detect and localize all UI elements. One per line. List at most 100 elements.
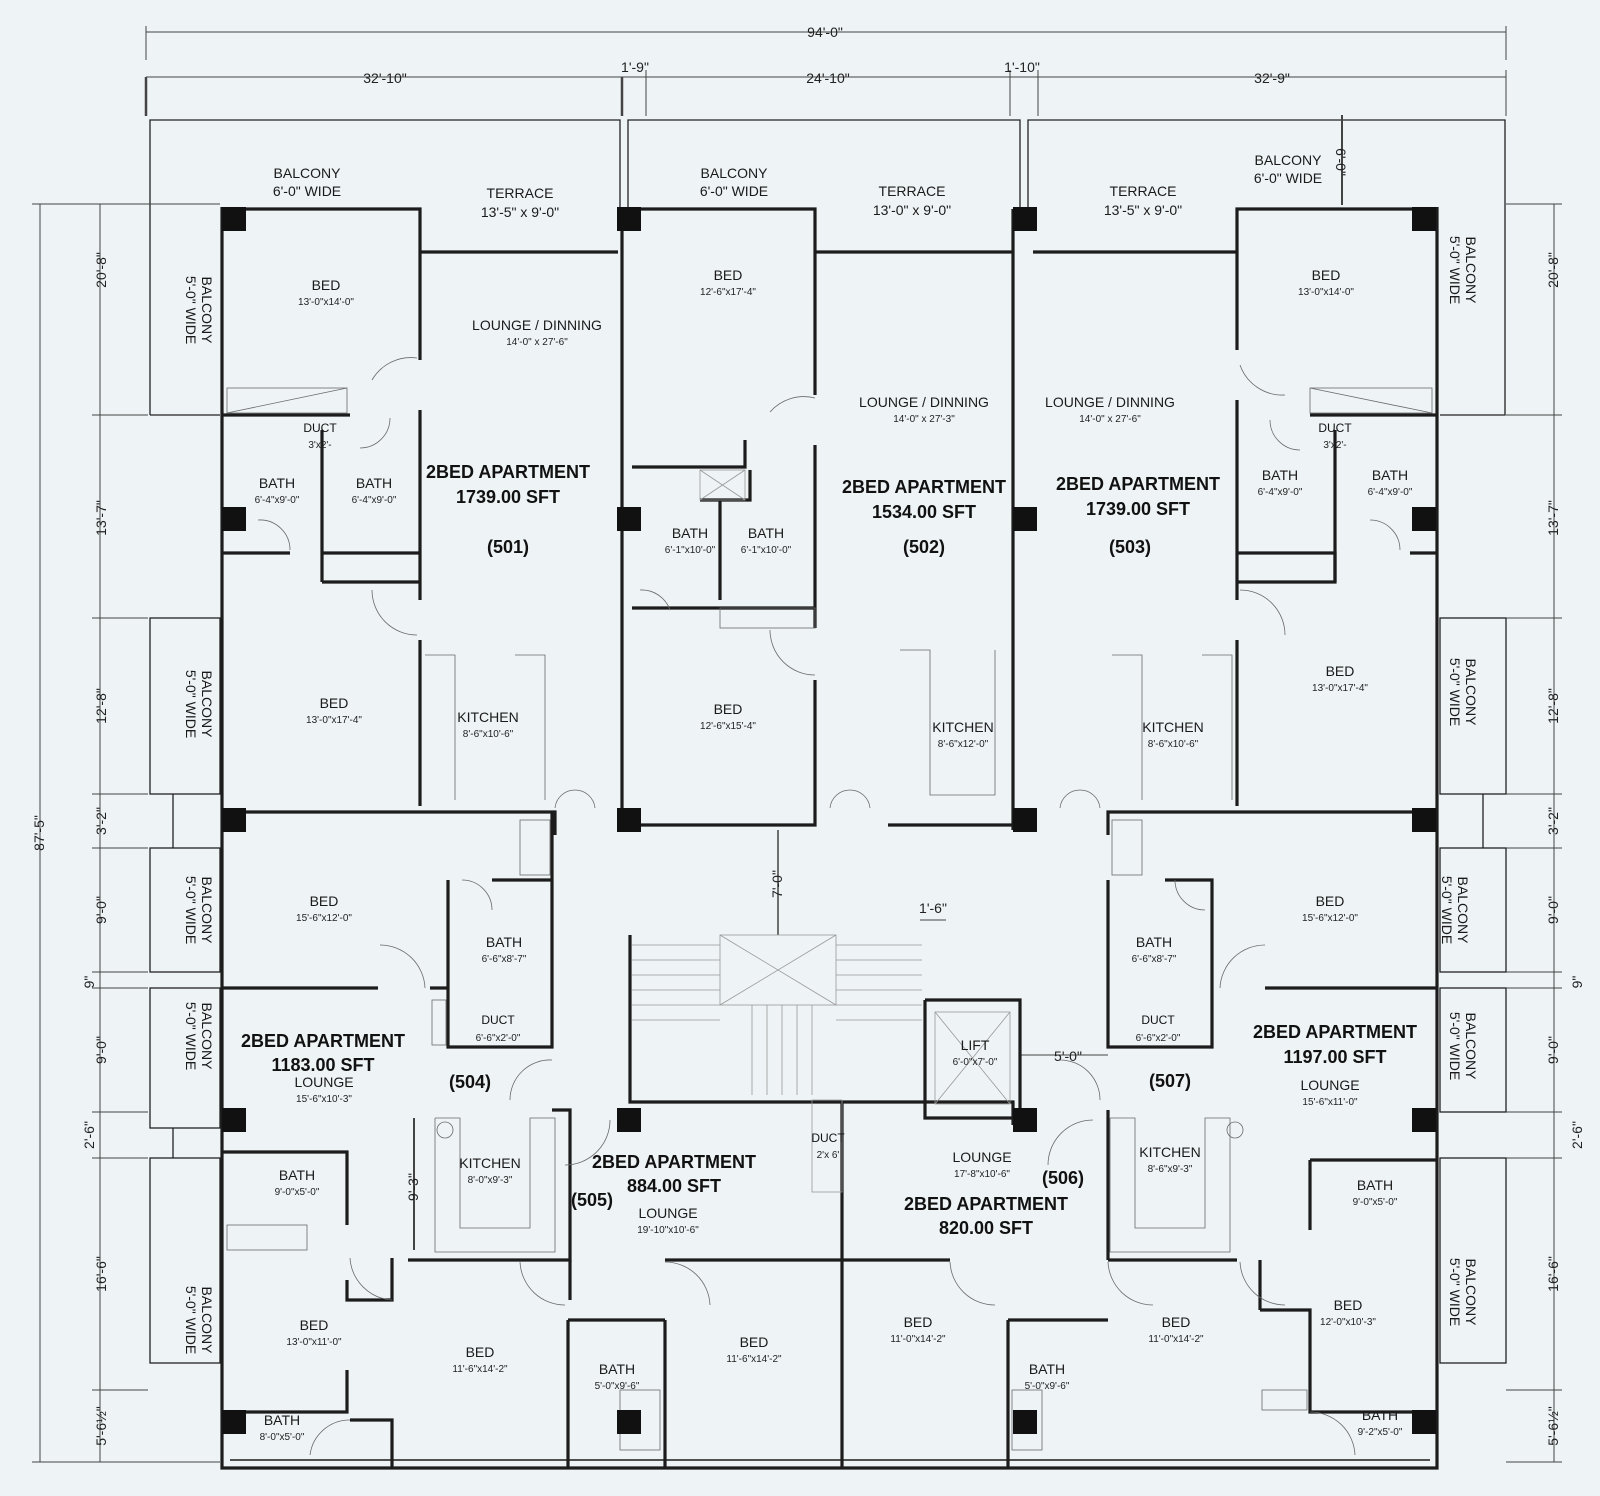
room-2-size: 6'-4"x9'-0" [255,495,300,506]
dim-kitchen-9ft3: 9'-3" [405,1173,421,1201]
dim-right-4: 3'-2" [1545,807,1561,835]
apt-503-number: (503) [1109,537,1151,557]
room-11-label: KITCHEN [932,719,993,735]
room-12-label: BED [1312,267,1341,283]
duct-501-label: DUCT [303,421,337,435]
terrace-right-label: TERRACE [1110,183,1177,199]
fixtures [226,357,1433,1456]
outdoor-labels: BALCONY 6'-0" WIDE TERRACE 13'-5" x 9'-0… [273,152,1322,220]
lift-label: LIFT [961,1037,990,1053]
dim-top-seg-4: 1'-10" [1004,59,1040,75]
room-15-label: BATH [1372,467,1408,483]
dim-right-2: 13'-7" [1545,500,1561,536]
room-8-label: BATH [672,525,708,541]
room-29-size: 17'-8"x10'-6" [954,1169,1010,1180]
dim-right-9: 16'-6" [1545,1256,1561,1292]
duct-507-size: 6'-6"x2'-0" [1136,1033,1181,1044]
room-26-size: 11'-6"x14'-2" [452,1364,508,1375]
balcony-r1-label: BALCONY [1463,237,1479,305]
side-balcony-labels: BALCONY 5'-0" WIDE BALCONY 5'-0" WIDE BA… [183,236,1479,1354]
room-7-label: LOUNGE / DINNING [859,394,989,410]
room-10-size: 12'-6"x15'-4" [700,721,756,732]
room-27-label: BED [740,1334,769,1350]
room-1-size: 14'-0" x 27'-6" [506,337,568,348]
dim-lift-5ft: 5'-0" [1054,1048,1082,1064]
room-37-label: BATH [1357,1177,1393,1193]
balcony-r4-size: 5'-0" WIDE [1447,1012,1463,1080]
room-39-label: BATH [1362,1407,1398,1423]
apt-502-name: 2BED APARTMENT [842,477,1006,497]
room-17-size: 8'-6"x10'-6" [1148,739,1199,750]
balcony-r2-label: BALCONY [1463,659,1479,727]
room-22-label: BATH [279,1167,315,1183]
room-11-size: 8'-6"x12'-0" [938,739,989,750]
room-0-size: 13'-0"x14'-0" [298,297,354,308]
top-balcony-left-label: BALCONY [274,165,342,181]
balcony-l2-label: BALCONY [199,671,215,739]
room-1-label: LOUNGE / DINNING [472,317,602,333]
room-29-label: LOUNGE [952,1149,1011,1165]
dim-left-8: 2'-6" [81,1121,97,1149]
apt-503-area: 1739.00 SFT [1086,499,1190,519]
dim-right-7: 9'-0" [1545,1036,1561,1064]
terrace-right-size: 13'-5" x 9'-0" [1104,202,1182,218]
dimension-lines [32,26,1562,1463]
room-28-label: BATH [599,1361,635,1377]
room-34-label: BATH [1136,934,1172,950]
duct-507-label: DUCT [1141,1013,1175,1027]
apt-505-name: 2BED APARTMENT [592,1152,756,1172]
balcony-r1-size: 5'-0" WIDE [1447,236,1463,304]
dim-left-6: 9" [81,976,97,989]
dim-stair-1ft6: 1'-6" [919,900,947,916]
dim-left-5: 9'-0" [93,896,109,924]
room-13-size: 14'-0" x 27'-6" [1079,414,1141,425]
room-16-size: 13'-0"x17'-4" [1312,683,1368,694]
room-14-label: BATH [1262,467,1298,483]
room-3-label: BATH [356,475,392,491]
room-12-size: 13'-0"x14'-0" [1298,287,1354,298]
dim-top-seg-3: 24'-10" [806,70,849,86]
room-4-size: 13'-0"x17'-4" [306,715,362,726]
dim-top-seg-2: 1'-9" [621,59,649,75]
dim-right-1: 20'-8" [1545,252,1561,288]
room-7-size: 14'-0" x 27'-3" [893,414,955,425]
apt-507-name: 2BED APARTMENT [1253,1022,1417,1042]
balcony-r5-size: 5'-0" WIDE [1447,1258,1463,1326]
duct-core-label: DUCT [811,1131,845,1145]
room-38-label: BED [1334,1297,1363,1313]
dim-left-10: 5'-6½" [93,1406,109,1446]
room-2-label: BATH [259,475,295,491]
apt-501-area: 1739.00 SFT [456,487,560,507]
room-24-label: BATH [264,1412,300,1428]
room-8-size: 6'-1"x10'-0" [665,545,716,556]
dim-right-10: 5'-6½" [1545,1406,1561,1446]
lift-size: 6'-0"x7'-0" [953,1057,998,1068]
room-28-size: 5'-0"x9'-6" [595,1381,640,1392]
balcony-l4-label: BALCONY [199,1003,215,1071]
dim-left-total: 87'-5" [31,815,47,851]
apt-501-number: (501) [487,537,529,557]
apt-506-number: (506) [1042,1168,1084,1188]
room-31-size: 11'-0"x14'-2" [1148,1334,1204,1345]
room-32-label: BATH [1029,1361,1065,1377]
balcony-l2-size: 5'-0" WIDE [183,670,199,738]
terrace-left-size: 13'-5" x 9'-0" [481,204,559,220]
room-4-label: BED [320,695,349,711]
room-26-label: BED [466,1344,495,1360]
apt-502-number: (502) [903,537,945,557]
dim-right-6: 9" [1569,976,1585,989]
duct-504-size: 6'-6"x2'-0" [476,1033,521,1044]
balcony-r3-label: BALCONY [1455,877,1471,945]
balcony-l3-size: 5'-0" WIDE [183,876,199,944]
room-20-label: LOUNGE [294,1074,353,1090]
walls [220,207,1439,1470]
balcony-r3-size: 5'-0" WIDE [1439,876,1455,944]
room-18-label: BED [310,893,339,909]
dim-top-seg-5: 32'-9" [1254,70,1290,86]
terrace-left-label: TERRACE [487,185,554,201]
room-14-size: 6'-4"x9'-0" [1258,487,1303,498]
room-36-label: KITCHEN [1139,1144,1200,1160]
dim-right-8: 2'-6" [1569,1121,1585,1149]
room-21-size: 8'-0"x9'-3" [468,1175,513,1186]
